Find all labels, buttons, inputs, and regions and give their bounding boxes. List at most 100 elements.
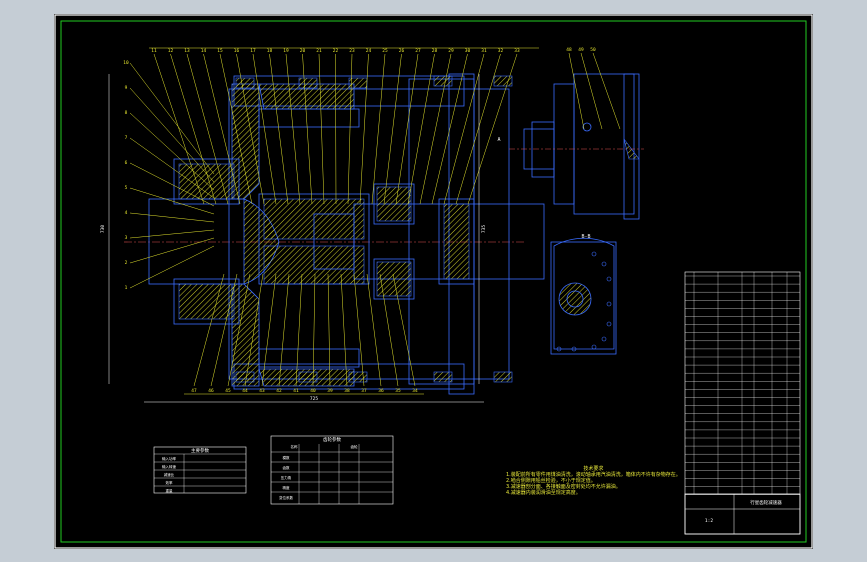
balloon-top-21: 21 <box>316 48 322 54</box>
leader-top-26 <box>383 53 402 205</box>
gear-table-frame <box>270 435 394 505</box>
leader-top-15 <box>219 53 253 205</box>
bolt-5 <box>493 75 513 87</box>
leader-top-31 <box>443 53 485 205</box>
balloon-left-6: 6 <box>125 160 128 166</box>
balloon-top-14: 14 <box>201 48 207 54</box>
leader-left-1 <box>129 245 215 289</box>
leader-side-49 <box>580 52 603 130</box>
end-view-bolt-4 <box>606 301 612 307</box>
leader-bottom-38 <box>340 273 348 387</box>
leader-top-25 <box>371 53 386 205</box>
notes-title: 技术要求 <box>583 466 604 472</box>
balloon-top-16: 16 <box>234 48 240 54</box>
leader-left-2 <box>129 237 215 264</box>
sun-gear-hub <box>243 198 280 285</box>
balloon-top-19: 19 <box>283 48 289 54</box>
bearing-left-bottom <box>173 278 240 325</box>
bearing-hatch-bottom <box>178 283 235 320</box>
leader-top-12 <box>170 53 217 205</box>
balloon-top-32: 32 <box>498 48 504 54</box>
balloon-top-31: 31 <box>481 48 487 54</box>
output-hub-hatch <box>443 203 470 280</box>
bolt-2 <box>298 77 318 89</box>
side-shaft-coupling <box>531 121 555 178</box>
leader-bottom-37 <box>353 273 365 387</box>
leader-bottom-36 <box>366 273 382 387</box>
end-view-bolt-7 <box>591 344 597 350</box>
leader-left-9 <box>129 87 215 183</box>
balloon-left-7: 7 <box>125 135 128 141</box>
gear-table-title: 齿轮参数 <box>323 436 341 443</box>
spec-row-3: 效率 <box>166 480 173 485</box>
gear-row-3: 精度 <box>283 485 291 490</box>
notes-line-3: 3.减速器剖分面、各接触面及密封处均不允许漏油。 <box>506 484 621 490</box>
end-view-bolt-9 <box>556 346 562 352</box>
housing-wall-lower <box>231 283 260 387</box>
bolt-8 <box>348 371 368 383</box>
leader-top-32 <box>455 53 501 205</box>
leader-top-14 <box>203 53 241 205</box>
balloon-top-29: 29 <box>448 48 454 54</box>
ring-gear-top <box>258 108 360 128</box>
leader-left-5 <box>129 187 215 215</box>
leader-top-33 <box>467 53 518 205</box>
title-block-scale: 1:2 <box>705 518 713 524</box>
balloon-bottom-43: 43 <box>259 388 265 394</box>
bolt-9 <box>433 371 453 383</box>
spec-row-2: 减速比 <box>164 472 175 477</box>
leader-left-6 <box>129 162 215 207</box>
leader-left-8 <box>129 112 215 191</box>
leader-bottom-41 <box>295 273 303 387</box>
side-flange-left <box>553 83 575 205</box>
notes-line-1: 1.装配前所有零件用煤油清洗，滚动轴承用汽油清洗，箱体内不许有杂物存在。 <box>506 472 681 478</box>
ring-gear-bottom <box>258 348 360 368</box>
gear-row-4: 变位系数 <box>279 495 293 500</box>
gear-row-1: 齿数 <box>283 465 291 470</box>
leader-bottom-40 <box>312 273 316 387</box>
balloon-top-20: 20 <box>300 48 306 54</box>
side-boss <box>623 138 640 160</box>
bolt-4 <box>433 75 453 87</box>
bolt-3 <box>348 77 368 89</box>
leader-top-17 <box>252 53 277 205</box>
leader-bottom-47 <box>193 273 225 387</box>
bolt-1 <box>235 77 255 89</box>
leader-top-11 <box>153 53 205 205</box>
end-view-bolt-3 <box>606 276 612 282</box>
leader-bottom-46 <box>210 273 238 387</box>
leader-top-24 <box>359 53 369 205</box>
balloon-left-2: 2 <box>125 260 128 266</box>
bearing-left-top <box>173 158 240 205</box>
balloon-top-24: 24 <box>366 48 372 54</box>
outer-frame <box>54 14 813 549</box>
balloon-top-33: 33 <box>514 48 520 54</box>
balloon-left-8: 8 <box>125 110 128 116</box>
title-block-name: 行星齿轮减速器 <box>750 499 782 506</box>
housing-wall-upper <box>231 83 260 200</box>
bearing-hatch-top <box>178 163 235 200</box>
balloon-left-10: 10 <box>123 60 129 66</box>
dim-right-label: 735 <box>481 225 487 233</box>
leader-top-21 <box>318 53 325 205</box>
end-view-bolt-1 <box>591 251 597 257</box>
side-view-label: B-B <box>581 234 590 240</box>
leader-top-16 <box>236 53 265 205</box>
bolt-7 <box>298 371 318 383</box>
housing-outline <box>228 88 510 380</box>
view-label: A <box>497 137 500 143</box>
side-body <box>573 73 635 215</box>
leader-bottom-35 <box>379 273 399 387</box>
balloon-bottom-45: 45 <box>225 388 231 394</box>
leader-left-10 <box>129 62 215 175</box>
leader-top-27 <box>395 53 419 205</box>
end-view-hub <box>558 282 592 316</box>
gear-row-0: 模数 <box>283 455 291 460</box>
balloon-top-17: 17 <box>250 48 256 54</box>
leader-left-3 <box>129 229 215 239</box>
leader-top-19 <box>285 53 301 205</box>
balloon-left-5: 5 <box>125 185 128 191</box>
balloon-top-27: 27 <box>415 48 421 54</box>
